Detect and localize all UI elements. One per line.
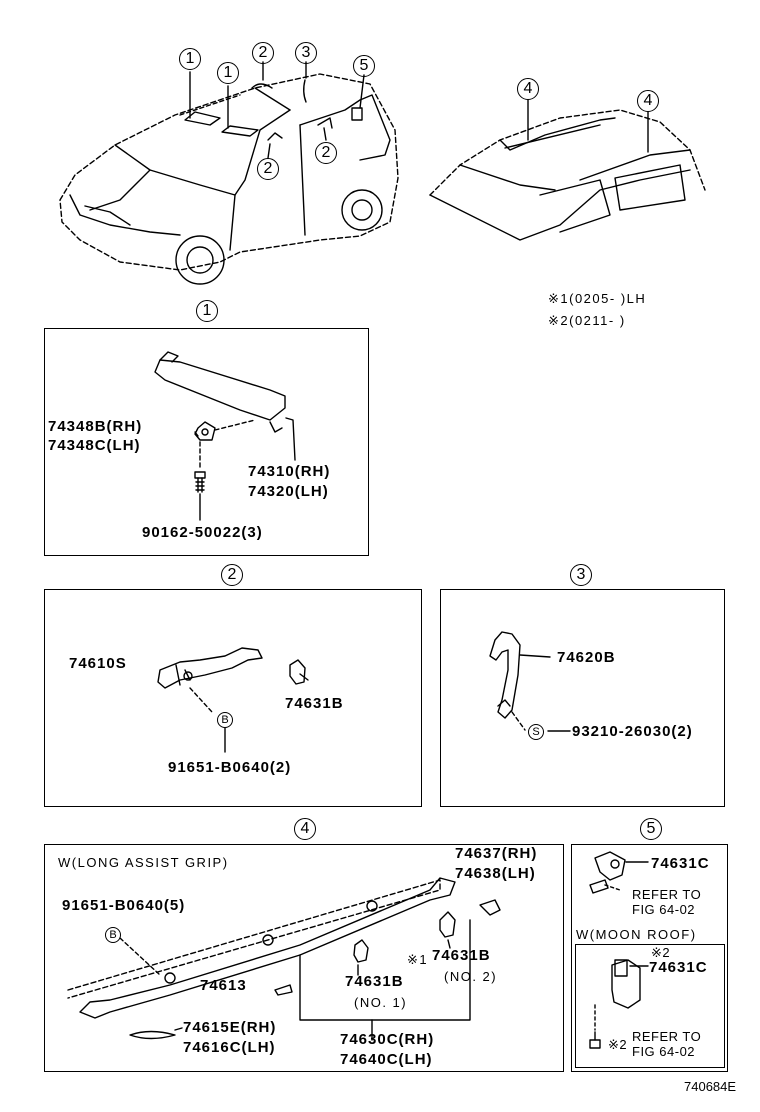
part-93210: 93210-26030(2) — [572, 723, 693, 740]
car-overview-front-view — [59, 61, 399, 285]
label-no1: (NO. 1) — [354, 995, 408, 1010]
refer-fig-label: FIG 64-02 — [632, 1044, 696, 1059]
section-5-header: 5 — [640, 818, 662, 840]
car-overview-rear-view — [429, 99, 706, 241]
section-5-panel — [571, 844, 728, 1072]
part-74613: 74613 — [200, 977, 247, 994]
section-1-panel — [44, 328, 369, 556]
part-74348B: 74348B(RH) — [48, 418, 143, 435]
callout-4: 4 — [637, 90, 659, 112]
moon-roof-subpanel — [575, 944, 725, 1068]
callout-5: 5 — [353, 55, 375, 77]
callout-1: 1 — [217, 62, 239, 84]
marker-b: B — [217, 712, 233, 728]
callout-1: 1 — [179, 48, 201, 70]
assist-grip-drawing — [157, 647, 309, 753]
section-3-header: 3 — [570, 564, 592, 586]
sun-visor-drawing — [154, 351, 296, 521]
mark-star-1: ※1 — [407, 952, 429, 967]
callout-2: 2 — [315, 142, 337, 164]
callout-2: 2 — [257, 158, 279, 180]
mark-star-2: ※2 — [651, 945, 671, 960]
callout-3: 3 — [295, 42, 317, 64]
part-74615E: 74615E(RH) — [183, 1019, 277, 1036]
part-74348C: 74348C(LH) — [48, 437, 141, 454]
section-2-panel — [44, 589, 422, 807]
figure-id: 740684E — [684, 1079, 737, 1094]
part-74320: 74320(LH) — [248, 483, 329, 500]
refer-to-label: REFER TO — [632, 1029, 702, 1044]
section-2-header: 2 — [221, 564, 243, 586]
refer-to-label: REFER TO — [632, 887, 702, 902]
part-74637: 74637(RH) — [455, 845, 538, 862]
refer-fig-label: FIG 64-02 — [632, 902, 696, 917]
part-74631B-no1: 74631B — [345, 973, 404, 990]
part-74640C: 74640C(LH) — [340, 1051, 433, 1068]
long-assist-grip-drawing — [67, 877, 501, 1041]
section-1-header: 1 — [196, 300, 218, 322]
part-74630C: 74630C(RH) — [340, 1031, 435, 1048]
part-91651: 91651-B0640(2) — [168, 759, 292, 776]
grip-handle-drawing — [489, 631, 571, 732]
part-74631C: 74631C — [651, 855, 710, 872]
part-74638: 74638(LH) — [455, 865, 536, 882]
part-74620B: 74620B — [557, 649, 616, 666]
section-4-panel — [44, 844, 564, 1072]
note-star-1: ※1(0205- )LH — [548, 291, 647, 306]
part-74616C: 74616C(LH) — [183, 1039, 276, 1056]
section-4-header: 4 — [294, 818, 316, 840]
part-90162: 90162-50022(3) — [142, 524, 263, 541]
moon-roof-bracket-drawing — [589, 851, 649, 1049]
condition-long-assist-grip: W(LONG ASSIST GRIP) — [58, 855, 229, 870]
callout-4: 4 — [517, 78, 539, 100]
callout-2: 2 — [252, 42, 274, 64]
part-91651: 91651-B0640(5) — [62, 897, 186, 914]
marker-s: S — [528, 724, 544, 740]
section-3-panel — [440, 589, 725, 807]
part-74631B: 74631B — [285, 695, 344, 712]
part-74631B-no2: 74631B — [432, 947, 491, 964]
mark-star-2: ※2 — [608, 1037, 628, 1052]
marker-b: B — [105, 927, 121, 943]
note-star-2: ※2(0211- ) — [548, 313, 626, 328]
condition-moon-roof: W(MOON ROOF) — [576, 927, 697, 942]
part-74631C: 74631C — [649, 959, 708, 976]
label-no2: (NO. 2) — [444, 969, 498, 984]
part-74310: 74310(RH) — [248, 463, 331, 480]
part-74610S: 74610S — [69, 655, 127, 672]
